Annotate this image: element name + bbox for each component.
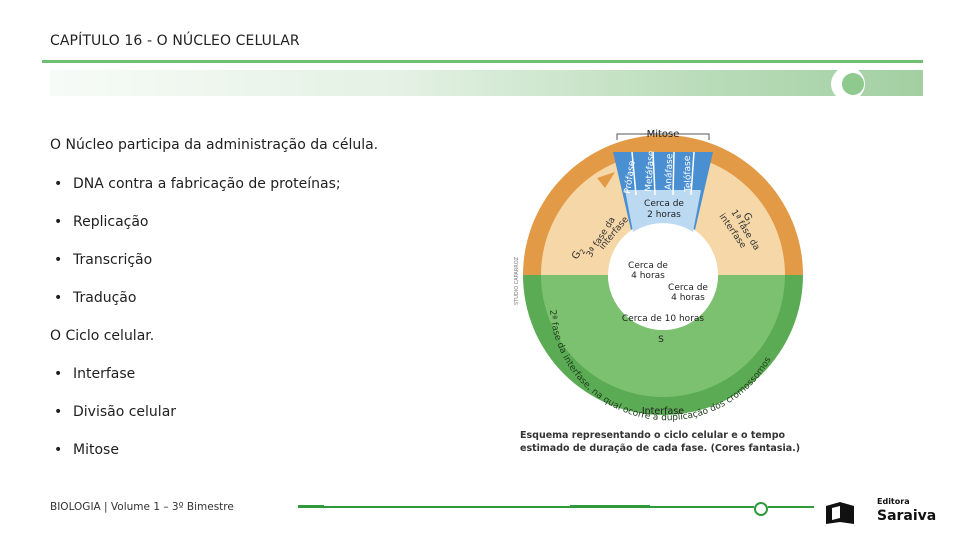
- header-dot-decoration: [842, 73, 864, 95]
- g1-subscript: 1: [743, 220, 752, 228]
- list-item: • Tradução: [54, 290, 136, 306]
- footer-text: BIOLOGIA | Volume 1 – 3º Bimestre: [50, 501, 234, 513]
- s-phase-inner: [541, 275, 785, 397]
- phase-label: Telófase: [682, 155, 694, 193]
- list-item-text: Mitose: [73, 442, 119, 458]
- chapter-title: CAPÍTULO 16 - O NÚCLEO CELULAR: [50, 33, 300, 49]
- list-item: • DNA contra a fabricação de proteínas;: [54, 176, 341, 192]
- header-gradient-bar: [50, 70, 923, 96]
- section-heading-cycle: O Ciclo celular.: [50, 328, 155, 344]
- list-item: • Interfase: [54, 366, 135, 382]
- logo-brand-top: Editora: [877, 497, 910, 506]
- bullet-glyph: •: [54, 176, 63, 192]
- g2-time-line1: Cerca de: [628, 261, 668, 271]
- s-time: Cerca de 10 horas: [622, 314, 704, 324]
- mitose-bracket: [616, 133, 710, 140]
- book-icon-detail: [832, 506, 840, 520]
- footer-line-accent: [298, 505, 324, 508]
- logo-brand-main: Saraiva: [877, 508, 936, 524]
- g1-label: G1: [739, 211, 756, 228]
- list-item-text: Replicação: [73, 214, 149, 230]
- header-divider: [42, 60, 923, 63]
- footer-line-right: [768, 506, 814, 508]
- g2-time-line2: 4 horas: [631, 271, 665, 281]
- bullet-glyph: •: [54, 214, 63, 230]
- list-item-text: Tradução: [73, 290, 137, 306]
- figure-caption: Esquema representando o ciclo celular e …: [520, 430, 801, 454]
- section-heading-nucleus: O Núcleo participa da administração da c…: [50, 137, 379, 153]
- bullet-glyph: •: [54, 252, 63, 268]
- list-item: • Mitose: [54, 442, 119, 458]
- bullet-glyph: •: [54, 404, 63, 420]
- phase-divider: [690, 151, 695, 196]
- footer-circle: [754, 502, 768, 516]
- list-item: • Divisão celular: [54, 404, 176, 420]
- cycle-arrow: [597, 172, 615, 188]
- g2-subscript: 2: [578, 248, 587, 256]
- mitose-label: Mitose: [647, 129, 680, 140]
- saraiva-logo: Editora Saraiva: [826, 497, 936, 524]
- mitosis-inner: [625, 190, 701, 232]
- list-item-text: Divisão celular: [73, 404, 177, 420]
- list-item-text: Transcrição: [73, 252, 153, 268]
- g1-time-line2: 4 horas: [671, 293, 705, 303]
- image-credit: STUDIO CAPARROZ: [514, 256, 520, 305]
- mitose-time-line1: Cerca de: [644, 199, 684, 209]
- phase-label: Anáfase: [664, 153, 675, 190]
- ring-center-lower: [608, 275, 718, 330]
- phase-label: Prófase: [622, 160, 638, 195]
- book-icon-page: [840, 502, 854, 524]
- list-item: • Transcrição: [54, 252, 152, 268]
- bullet-glyph: •: [54, 442, 63, 458]
- list-item-text: DNA contra a fabricação de proteínas;: [73, 176, 341, 192]
- bullet-glyph: •: [54, 366, 63, 382]
- phase-divider: [631, 151, 637, 196]
- cell-cycle-diagram: Mitose Prófase Metáfase Anáfase Telófase…: [514, 129, 803, 423]
- phase-divider: [652, 151, 656, 196]
- interfase-label: Interfase: [642, 406, 684, 417]
- footer-line-left: [298, 506, 754, 508]
- footer-line-accent: [570, 505, 650, 508]
- phase-divider: [672, 151, 675, 196]
- g2-label: G2: [570, 245, 587, 262]
- mitose-time-line2: 2 horas: [647, 210, 681, 220]
- g1-time-line1: Cerca de: [668, 283, 708, 293]
- s-label: S: [658, 335, 664, 345]
- phase-label: Metáfase: [644, 150, 657, 192]
- list-item: • Replicação: [54, 214, 149, 230]
- bullet-glyph: •: [54, 290, 63, 306]
- list-item-text: Interfase: [73, 366, 136, 382]
